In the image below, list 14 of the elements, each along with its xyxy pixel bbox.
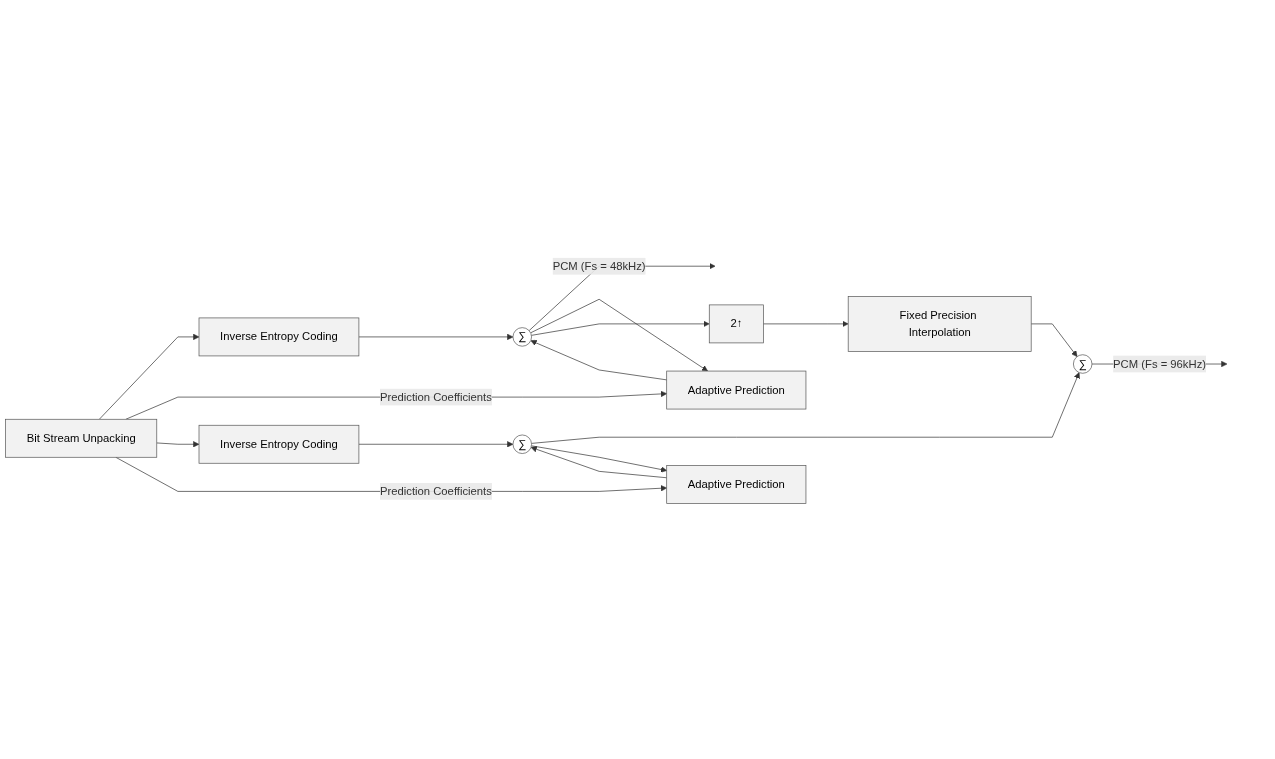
node-box: 2↑ xyxy=(708,304,764,344)
node-box: Adaptive Prediction xyxy=(666,370,807,410)
node-circle: ∑ xyxy=(512,327,532,347)
node-box: Inverse Entropy Coding xyxy=(198,424,360,464)
node-box: Fixed Precision Interpolation xyxy=(847,296,1032,352)
edge-label: PCM (Fs = 96kHz) xyxy=(1113,357,1207,370)
node-circle: ∑ xyxy=(1073,354,1093,374)
edge-label: PCM (Fs = 48kHz) xyxy=(552,259,646,272)
node-box: Inverse Entropy Coding xyxy=(198,317,360,357)
node-box: Adaptive Prediction xyxy=(666,465,807,504)
node-box: Bit Stream Unpacking xyxy=(5,418,158,458)
edge-label: Prediction Coefficients xyxy=(380,390,492,403)
node-circle: ∑ xyxy=(512,434,532,454)
edge-label: Prediction Coefficients xyxy=(380,485,492,498)
